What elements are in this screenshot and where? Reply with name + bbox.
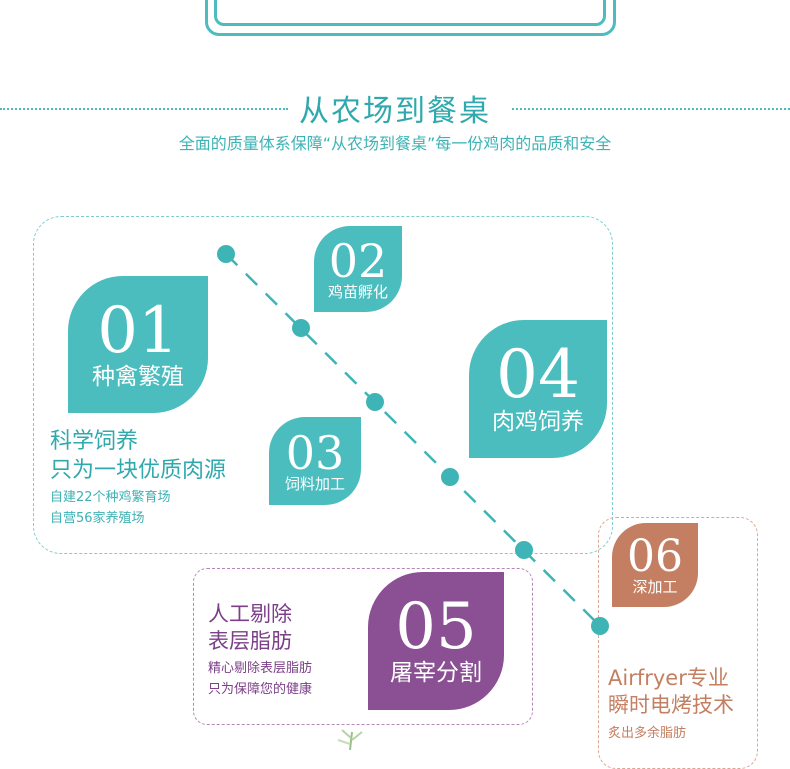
step-slaughter: 05 屠宰分割: [368, 572, 504, 710]
timeline-dot: [591, 617, 609, 635]
step-number: 03: [285, 425, 345, 480]
timeline-dot: [515, 541, 533, 559]
step-broiler-raising: 04 肉鸡饲养: [469, 320, 607, 458]
breeding-detail: 自建22个种鸡繁育场: [50, 490, 171, 505]
step-number: 06: [627, 530, 683, 582]
process-connector: [225, 253, 601, 627]
step-label: 深加工: [632, 577, 678, 596]
breeding-detail: 自营56家养殖场: [50, 511, 145, 526]
processing-description: Airfryer专业 瞬时电烤技术 炙出多余脂肪: [608, 665, 734, 744]
step-label: 种禽繁殖: [92, 363, 184, 390]
herb-sprig-icon: [337, 729, 363, 750]
processing-headline: 瞬时电烤技术: [608, 693, 734, 717]
step-number: 01: [97, 293, 179, 368]
connector-line: [225, 253, 601, 627]
processing-headline: Airfryer专业: [608, 666, 729, 690]
step-label: 鸡苗孵化: [327, 282, 388, 301]
processing-detail: 炙出多余脂肪: [608, 726, 687, 741]
step-feed-processing: 03 饲料加工: [269, 417, 361, 505]
timeline-dot: [217, 245, 235, 263]
step-number: 04: [496, 336, 580, 414]
step-breeding: 01 种禽繁殖: [68, 276, 208, 413]
step-label: 屠宰分割: [390, 660, 482, 687]
step-hatching: 02 鸡苗孵化: [314, 226, 402, 312]
slaughter-description: 人工剔除 表层脂肪 精心剔除表层脂肪 只为保障您的健康: [208, 601, 312, 700]
step-label: 肉鸡饲养: [492, 409, 584, 436]
slaughter-detail: 只为保障您的健康: [208, 682, 313, 697]
step-deep-processing: 06 深加工: [612, 523, 698, 607]
farm-stage-group: [33, 216, 613, 554]
slaughter-stage-group: [193, 568, 533, 725]
slaughter-headline: 人工剔除: [208, 602, 292, 626]
breeding-headline: 科学饲养: [50, 429, 139, 454]
breeding-description: 科学饲养 只为一块优质肉源 自建22个种鸡繁育场 自营56家养殖场: [50, 427, 226, 529]
breeding-headline: 只为一块优质肉源: [50, 458, 227, 483]
step-number: 05: [395, 590, 477, 665]
step-number: 02: [328, 233, 388, 288]
timeline-dot: [441, 468, 459, 486]
section-title: 从农场到餐桌: [299, 94, 491, 129]
top-banner-frame: [205, 0, 616, 36]
timeline-dot: [292, 319, 310, 337]
slaughter-headline: 表层脂肪: [208, 629, 292, 653]
slaughter-detail: 精心剔除表层脂肪: [208, 661, 313, 676]
title-divider-left: [0, 108, 288, 110]
timeline-dot: [366, 393, 384, 411]
title-divider-right: [512, 108, 790, 110]
section-subtitle: 全面的质量体系保障“从农场到餐桌”每一份鸡肉的品质和安全: [178, 134, 612, 153]
top-banner-frame-inner: [214, 0, 606, 26]
step-label: 饲料加工: [284, 474, 345, 493]
